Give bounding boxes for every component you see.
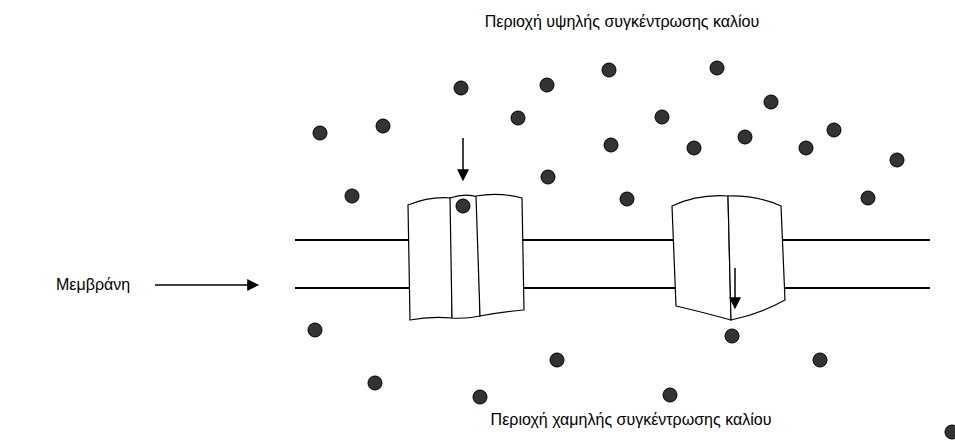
membrane-label: Μεμβράνη [56,275,130,295]
arrows [155,138,735,308]
region-label: Περιοχή υψηλής συγκέντρωσης καλίου [485,12,760,32]
potassium-ions [308,61,955,439]
membrane-lines [295,240,930,288]
region-label: Περιοχή χαμηλής συγκέντρωσης καλίου [491,410,772,430]
channel-protein [672,196,785,320]
channel-protein [408,194,524,320]
